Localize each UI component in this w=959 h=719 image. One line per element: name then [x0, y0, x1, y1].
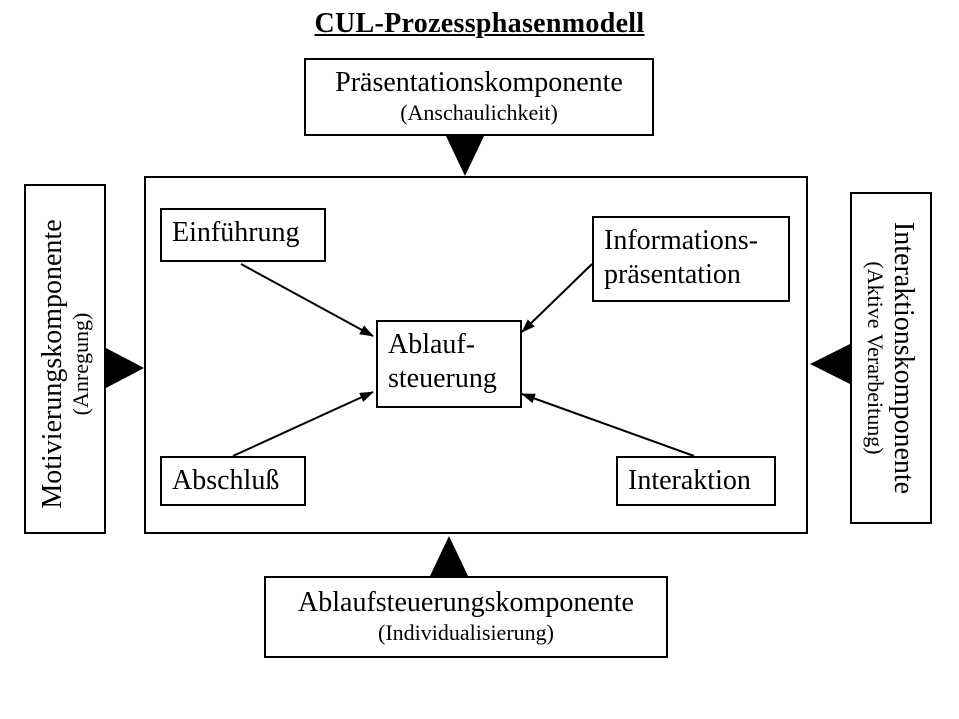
right-pointer-triangle [810, 344, 850, 384]
diagram-title: CUL-Prozessphasenmodell [314, 8, 645, 39]
flow-control-component-box: Ablaufsteuerungskomponente (Individualis… [264, 576, 668, 658]
phase-intro: Einführung [160, 208, 326, 262]
arrow-intro-to-center [240, 263, 374, 337]
phase-flow-control-center: Ablauf- steuerung [376, 320, 522, 408]
phase-close: Abschluß [160, 456, 306, 506]
flow-control-component-sublabel: (Individualisierung) [378, 620, 554, 645]
interaction-component-box [850, 192, 932, 524]
arrow-interaction-to-center [521, 393, 695, 457]
motivation-component-box [24, 184, 106, 534]
presentation-component-box: Präsentationskomponente (Anschaulichkeit… [304, 58, 654, 136]
bottom-pointer-triangle [430, 536, 468, 576]
phase-information-presentation: Informations- präsentation [592, 216, 790, 302]
top-pointer-triangle [446, 136, 484, 176]
phase-interaction: Interaktion [616, 456, 776, 506]
arrow-close-to-center [232, 391, 374, 457]
presentation-component-sublabel: (Anschaulichkeit) [400, 100, 558, 125]
presentation-component-label: Präsentationskomponente [335, 67, 623, 98]
flow-control-component-label: Ablaufsteuerungskomponente [298, 587, 634, 618]
arrow-info-to-center [521, 263, 593, 333]
left-pointer-triangle [106, 348, 144, 388]
